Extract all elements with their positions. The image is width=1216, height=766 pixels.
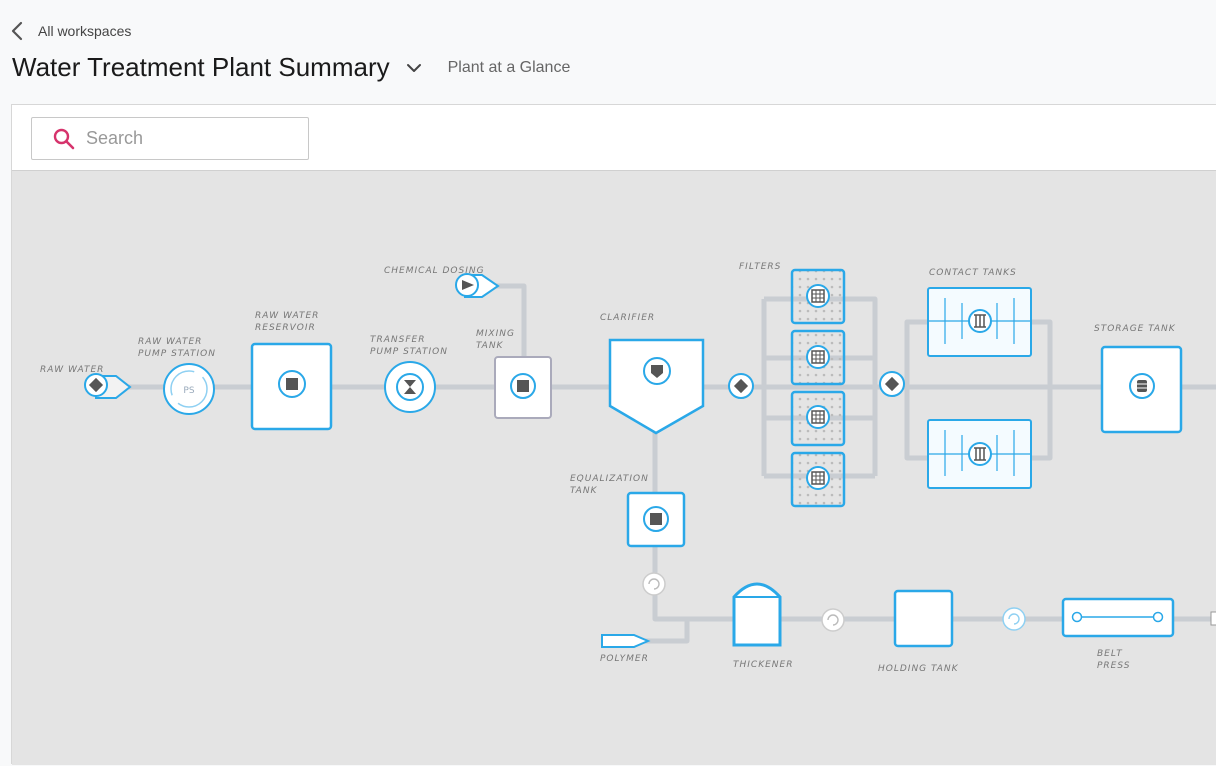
search-input[interactable]: [86, 128, 286, 149]
thickener[interactable]: [732, 582, 782, 647]
diagram-labels: RAW WATER RAW WATER PUMP STATION RAW WAT…: [40, 262, 1176, 674]
label-clarifier: CLARIFIER: [600, 313, 655, 323]
raw-water-source[interactable]: [84, 373, 132, 399]
back-link[interactable]: All workspaces: [8, 20, 131, 42]
page-title: Water Treatment Plant Summary: [12, 52, 390, 82]
process-diagram-canvas[interactable]: PS: [12, 170, 1216, 765]
holding-tank[interactable]: [893, 589, 954, 648]
search-icon: [53, 128, 75, 149]
contact-tank-2[interactable]: [927, 419, 1032, 489]
equalization-tank[interactable]: [626, 491, 686, 548]
label-transfer-pump-2: PUMP STATION: [370, 347, 448, 357]
clarifier-outlet-valve[interactable]: [728, 373, 754, 399]
process-diagram: PS: [40, 262, 1216, 674]
label-belt-press-2: PRESS: [1097, 661, 1130, 671]
label-holding-tank: HOLDING TANK: [878, 664, 959, 674]
workspace-panel: PS: [11, 104, 1216, 765]
sludge-pump-3[interactable]: [1002, 607, 1026, 631]
filter-3[interactable]: [790, 390, 846, 447]
filter-1[interactable]: [790, 268, 846, 325]
label-raw-water: RAW WATER: [40, 365, 104, 375]
label-transfer-pump-1: TRANSFER: [370, 335, 425, 345]
polymer-feed[interactable]: [601, 634, 651, 648]
transfer-pump-station[interactable]: [384, 361, 436, 413]
raw-water-reservoir[interactable]: [250, 342, 333, 431]
title-row: Water Treatment Plant Summary Plant at a…: [12, 52, 570, 83]
label-raw-water-reservoir-2: RESERVOIR: [255, 323, 316, 333]
label-mixing-tank-2: TANK: [476, 341, 504, 351]
chevron-down-icon: [406, 63, 421, 72]
label-raw-water-pump-2: PUMP STATION: [138, 349, 216, 359]
storage-tank[interactable]: [1100, 345, 1183, 434]
chevron-left-icon: [11, 21, 23, 41]
label-equalization-tank-1: EQUALIZATION: [570, 474, 649, 484]
label-thickener: THICKENER: [733, 660, 793, 670]
label-mixing-tank-1: MIXING: [476, 329, 515, 339]
label-polymer: POLYMER: [600, 654, 649, 664]
label-raw-water-reservoir-1: RAW WATER: [255, 311, 319, 321]
label-filters: FILTERS: [739, 262, 781, 272]
offscreen-equipment[interactable]: [1210, 611, 1216, 626]
filters-outlet-valve[interactable]: [879, 371, 905, 397]
label-contact-tanks: CONTACT TANKS: [929, 268, 1017, 278]
contact-tank-1[interactable]: [927, 287, 1032, 357]
label-chemical-dosing: CHEMICAL DOSING: [384, 266, 485, 276]
label-raw-water-pump-1: RAW WATER: [138, 337, 202, 347]
back-link-label: All workspaces: [38, 23, 132, 39]
top-bar: All workspaces Water Treatment Plant Sum…: [0, 0, 1216, 104]
sludge-pump-1[interactable]: [642, 572, 666, 596]
filter-4[interactable]: [790, 451, 846, 508]
label-belt-press-1: BELT: [1097, 649, 1123, 659]
page-subtitle: Plant at a Glance: [447, 58, 571, 76]
workspace-dropdown-button[interactable]: [406, 62, 422, 74]
label-equalization-tank-2: TANK: [570, 486, 598, 496]
filter-2[interactable]: [790, 329, 846, 386]
sludge-pump-2[interactable]: [821, 608, 845, 632]
clarifier[interactable]: [608, 338, 705, 435]
mixing-tank[interactable]: [494, 356, 552, 419]
chemical-dosing[interactable]: [455, 273, 500, 298]
search-box[interactable]: [31, 117, 309, 160]
pump-station-badge: PS: [183, 386, 194, 396]
label-storage-tank: STORAGE TANK: [1094, 324, 1176, 334]
raw-water-pump-station[interactable]: PS: [163, 363, 215, 415]
belt-press[interactable]: [1061, 597, 1175, 638]
